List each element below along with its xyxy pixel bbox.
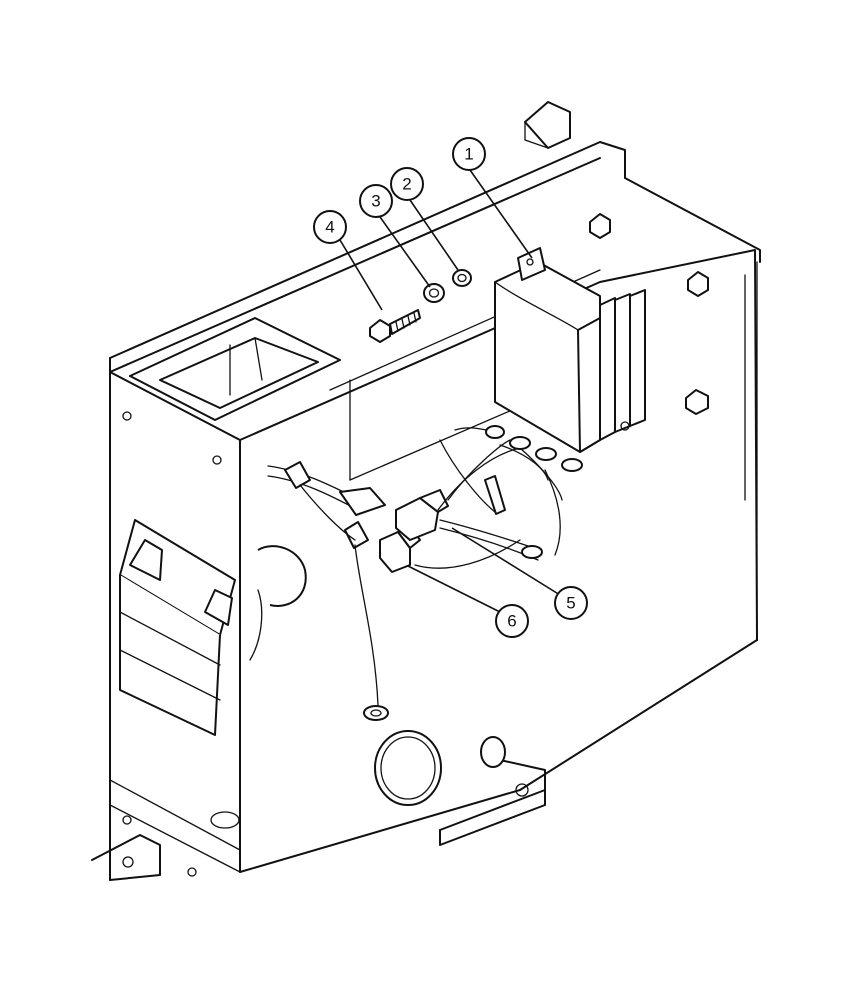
callout-6: 6	[495, 604, 529, 638]
wiring-harness	[267, 425, 583, 721]
callout-3-label: 3	[371, 192, 380, 211]
callout-3: 3	[359, 184, 393, 218]
callout-1: 1	[452, 137, 486, 171]
callout-2-label: 2	[402, 175, 411, 194]
hardware	[369, 269, 472, 343]
square-opening	[129, 317, 341, 421]
regulator-heatsink	[494, 247, 646, 453]
callout-leaders	[339, 169, 561, 613]
callout-1-label: 1	[464, 145, 473, 164]
callout-6-label: 6	[507, 612, 516, 631]
callout-2: 2	[390, 167, 424, 201]
callout-4: 4	[313, 210, 347, 244]
callout-4-label: 4	[325, 218, 334, 237]
callout-5-label: 5	[566, 594, 575, 613]
side-bracket-box	[119, 519, 307, 736]
housing	[91, 101, 761, 881]
callout-5: 5	[554, 586, 588, 620]
